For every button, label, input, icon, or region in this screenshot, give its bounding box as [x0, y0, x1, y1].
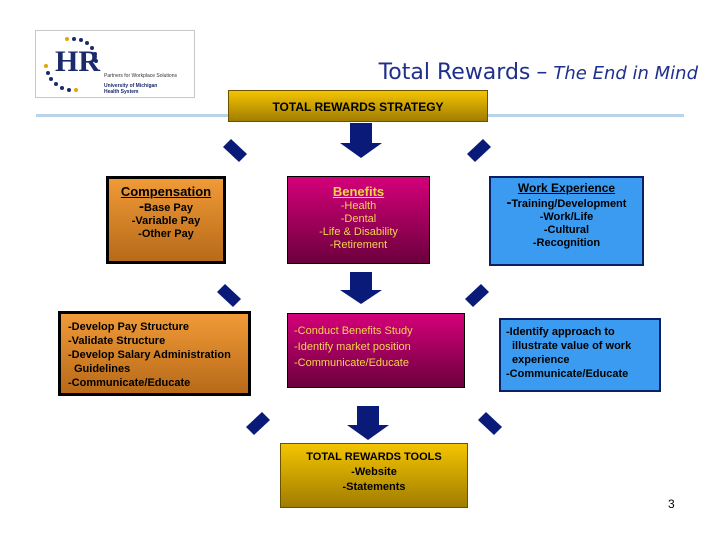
benefits-box: Benefits -Health -Dental -Life & Disabil… [287, 176, 430, 264]
slide-subtitle: The End in Mind [553, 63, 698, 84]
hr-logo-mark: HR [44, 37, 100, 92]
work-experience-heading: Work Experience [517, 181, 616, 195]
pay-action-item: Guidelines [74, 363, 131, 375]
arrow-down-center-2 [340, 272, 382, 304]
arrow-down-right-2 [465, 284, 489, 307]
work-actions-box: -Identify approach to illustrate value o… [499, 318, 661, 392]
page-number: 3 [668, 497, 675, 511]
tools-box: TOTAL REWARDS TOOLS -Website -Statements [280, 443, 468, 508]
pay-actions-box: -Develop Pay Structure -Validate Structu… [58, 311, 251, 396]
arrow-down-center-3 [347, 406, 389, 440]
compensation-heading: Compensation [120, 184, 212, 199]
tools-heading: TOTAL REWARDS TOOLS [306, 451, 442, 463]
benefits-heading: Benefits [332, 184, 385, 199]
strategy-box: TOTAL REWARDS STRATEGY [228, 90, 488, 122]
benefits-action-item: -Conduct Benefits Study [294, 325, 413, 337]
logo-letters: HR [55, 45, 100, 78]
work-action-item: -Identify approach to [506, 326, 615, 338]
title-separator: – [536, 60, 548, 85]
arrow-down-left-3 [246, 412, 270, 435]
benefits-action-item: -Identify market position [294, 341, 411, 353]
logo-org-line2: Health System [104, 89, 139, 95]
benefits-item: -Health [340, 200, 377, 212]
work-action-item: -Communicate/Educate [506, 368, 629, 380]
compensation-item: -Other Pay [138, 228, 194, 240]
benefits-action-item: -Communicate/Educate [294, 357, 409, 369]
work-action-item: experience [512, 354, 570, 366]
logo-org-line1: University of Michigan [104, 83, 158, 89]
pay-action-item: -Validate Structure [68, 335, 166, 347]
benefits-item: -Life & Disability [319, 226, 398, 238]
arrow-down-center-1 [340, 123, 382, 158]
tools-item: -Statements [342, 481, 406, 493]
slide-title-main: Total Rewards [378, 60, 531, 85]
work-experience-item: -Recognition [532, 237, 601, 249]
pay-action-item: -Communicate/Educate [68, 377, 191, 389]
work-experience-item: -Training/Development [506, 194, 627, 211]
compensation-box: Compensation -Base Pay -Variable Pay -Ot… [106, 176, 226, 264]
work-experience-item: -Cultural [543, 224, 590, 236]
pay-action-item: -Develop Salary Administration [68, 349, 231, 361]
tools-item: -Website [351, 466, 397, 478]
work-experience-item: -Work/Life [539, 211, 594, 223]
hr-logo: HR Partners for Workplace Solutions Univ… [35, 30, 195, 98]
arrow-down-left-1 [223, 139, 247, 162]
benefits-item: -Retirement [329, 239, 388, 251]
strategy-label: TOTAL REWARDS STRATEGY [272, 100, 444, 114]
arrow-down-right-3 [478, 412, 502, 435]
arrow-down-left-2 [217, 284, 241, 307]
compensation-item: -Base Pay [139, 198, 193, 215]
pay-action-item: -Develop Pay Structure [68, 321, 190, 333]
benefits-actions-box: -Conduct Benefits Study -Identify market… [287, 313, 465, 388]
work-action-item: illustrate value of work [512, 340, 632, 352]
benefits-item: -Dental [340, 213, 377, 225]
arrow-down-right-1 [467, 139, 491, 162]
slide-title: Total Rewards–The End in Mind [379, 60, 698, 85]
work-experience-box: Work Experience -Training/Development -W… [489, 176, 644, 266]
compensation-item: -Variable Pay [131, 215, 201, 227]
logo-tagline: Partners for Workplace Solutions [104, 73, 177, 79]
